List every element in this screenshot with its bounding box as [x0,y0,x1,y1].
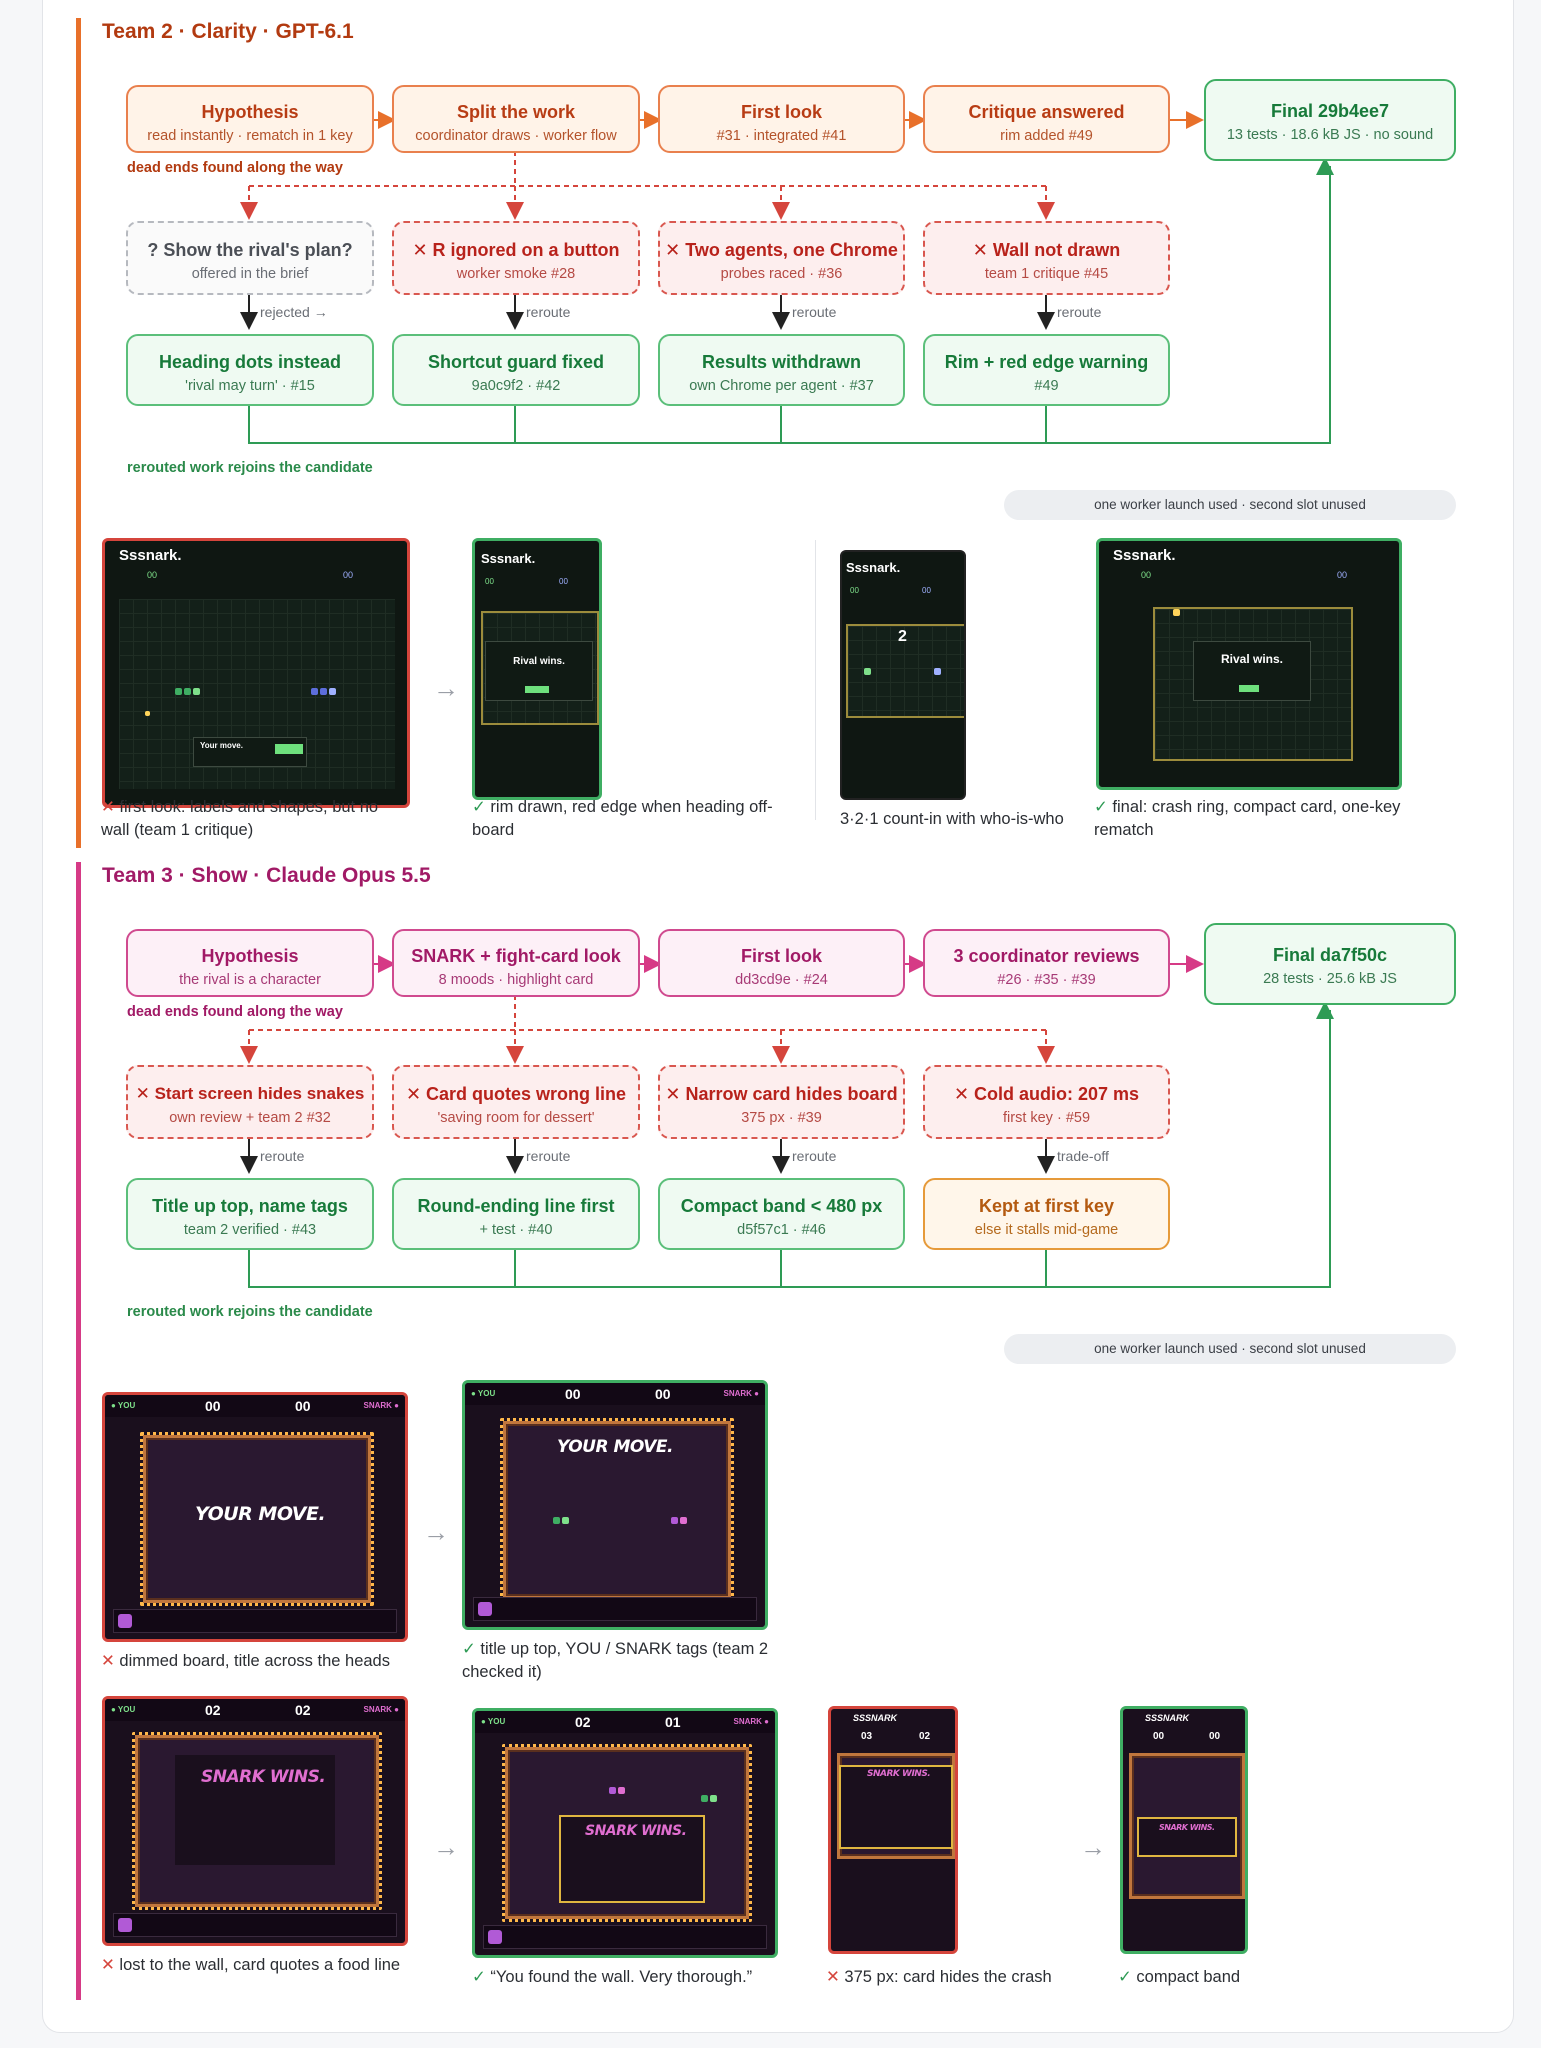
team3-caption-0: ✕ dimmed board, title across the heads [101,1652,390,1670]
team3-section: Team 3 · Show · Claude Opus 5.5 Hypothes… [76,862,1476,2000]
team2-dead-label: dead ends found along the way [127,160,343,176]
team3-fix-round-ending: Round-ending line first+ test · #40 [392,1178,640,1250]
team3-caption-3: ✓ “You found the wall. Very thorough.” [472,1968,753,1986]
team3-caption-2: ✕ lost to the wall, card quotes a food l… [101,1956,401,1974]
team2-step-first-look: First look#31 · integrated #41 [658,85,905,153]
team3-dead-card-quotes: ✕ Card quotes wrong line'saving room for… [392,1065,640,1139]
team3-link-1: reroute [526,1148,571,1164]
team2-fix-heading-dots: Heading dots instead'rival may turn' · #… [126,334,374,406]
team3-dead-label: dead ends found along the way [127,1004,343,1020]
divider [815,540,816,820]
team3-link-2: reroute [792,1148,837,1164]
arrow-right-icon: → [433,673,459,703]
team2-link-2: reroute [792,304,837,320]
team2-caption-3: ✓ final: crash ring, compact card, one-k… [1094,798,1401,839]
team2-caption-0: ✕ first look: labels and shapes, but no … [101,798,379,839]
team3-link-3: trade-off [1057,1148,1109,1164]
team2-pill: one worker launch used · second slot unu… [1004,490,1456,520]
team3-caption-4: ✕ 375 px: card hides the crash [826,1968,1052,1986]
team2-fix-rim: Rim + red edge warning#49 [923,334,1170,406]
team2-link-3: reroute [1057,304,1102,320]
team3-accent-bar [76,862,81,2000]
team3-link-0: reroute [260,1148,305,1164]
team3-rejoin-label: rerouted work rejoins the candidate [127,1304,373,1320]
team3-caption-5: ✓ compact band [1118,1968,1241,1986]
team2-link-1: reroute [526,304,571,320]
team2-shot-first-look: Sssnark. 00 00 Your move. [102,538,410,808]
team2-caption-2: 3·2·1 count-in with who-is-who [840,810,1064,828]
team2-title: Team 2 · Clarity · GPT-6.1 [102,20,354,43]
team3-step-reviews: 3 coordinator reviews#26 · #35 · #39 [923,929,1170,997]
team2-dead-rival-plan: ? Show the rival's plan?offered in the b… [126,221,374,295]
team3-caption-1: ✓ title up top, YOU / SNARK tags (team 2… [462,1640,769,1681]
team2-link-0: rejected → [260,304,328,320]
team2-rejoin-label: rerouted work rejoins the candidate [127,460,373,476]
team3-title: Team 3 · Show · Claude Opus 5.5 [102,864,431,887]
team2-caption-1: ✓ rim drawn, red edge when heading off-b… [472,798,773,839]
team3-pill: one worker launch used · second slot unu… [1004,1334,1456,1364]
team2-accent-bar [76,18,81,848]
